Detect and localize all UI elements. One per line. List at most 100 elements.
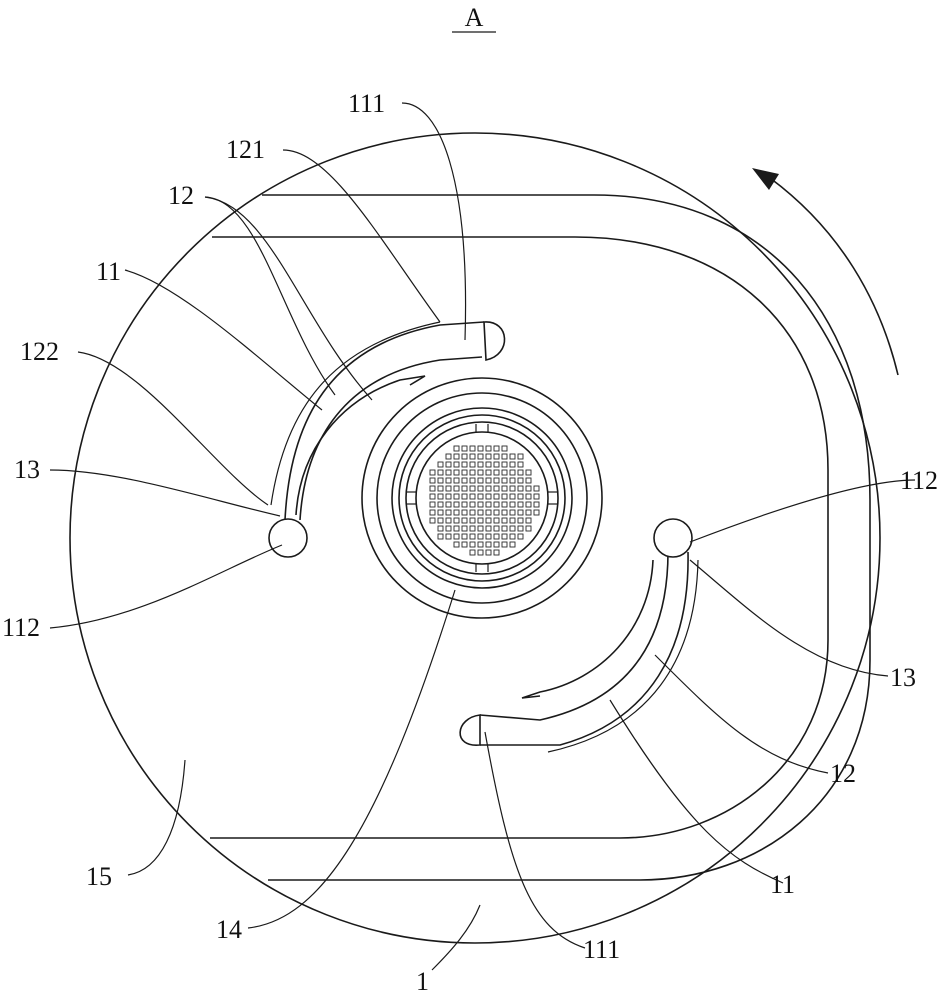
view-label: A xyxy=(465,3,484,32)
mesh-cell xyxy=(454,494,459,499)
mesh-cell xyxy=(494,462,499,467)
mesh-cell xyxy=(526,494,531,499)
mesh-cell xyxy=(502,542,507,547)
mesh-cell xyxy=(486,518,491,523)
mesh-cell xyxy=(454,510,459,515)
mesh-cell xyxy=(510,494,515,499)
mesh-cell xyxy=(454,478,459,483)
mesh-cell xyxy=(502,502,507,507)
mesh-cell xyxy=(430,470,435,475)
label-13-right: 13 xyxy=(890,663,916,692)
mesh-cell xyxy=(494,542,499,547)
mesh-cell xyxy=(470,510,475,515)
mesh-cell xyxy=(478,542,483,547)
mesh-cell xyxy=(430,478,435,483)
mesh-cell xyxy=(478,494,483,499)
mesh-cell xyxy=(454,470,459,475)
mesh-cell xyxy=(494,526,499,531)
mesh-cell xyxy=(462,454,467,459)
rotation-arrow-arc xyxy=(770,178,898,375)
label-11-left: 11 xyxy=(96,257,121,286)
mesh-cell xyxy=(478,470,483,475)
mesh-cell xyxy=(526,470,531,475)
mesh-cell xyxy=(534,486,539,491)
mesh-cell xyxy=(486,462,491,467)
mesh-cell xyxy=(478,526,483,531)
mesh-cell xyxy=(510,470,515,475)
mesh-cell xyxy=(430,502,435,507)
mesh-cell xyxy=(446,502,451,507)
mesh-cell xyxy=(486,526,491,531)
mesh-cell xyxy=(470,454,475,459)
label-112-left: 112 xyxy=(2,613,40,642)
mesh-cell xyxy=(494,454,499,459)
mesh-cell xyxy=(462,462,467,467)
mesh-cell xyxy=(462,502,467,507)
mesh-cell xyxy=(446,526,451,531)
mesh-cell xyxy=(494,510,499,515)
mesh-cell xyxy=(462,534,467,539)
mesh-cell xyxy=(494,550,499,555)
mesh-cell xyxy=(510,502,515,507)
mesh-cell xyxy=(470,478,475,483)
mesh-cell xyxy=(502,462,507,467)
mesh-cell xyxy=(526,502,531,507)
mesh-cell xyxy=(526,526,531,531)
mesh-cell xyxy=(446,518,451,523)
mesh-cell xyxy=(526,518,531,523)
mesh-cell xyxy=(462,470,467,475)
mesh-cell xyxy=(502,478,507,483)
mesh-cell xyxy=(478,486,483,491)
mesh-cell xyxy=(454,526,459,531)
mesh-cell xyxy=(462,542,467,547)
mesh-cell xyxy=(462,446,467,451)
mesh-cell xyxy=(470,526,475,531)
mesh-cell xyxy=(454,486,459,491)
mesh-cell xyxy=(446,478,451,483)
mesh-cell xyxy=(438,462,443,467)
rotation-arrowhead xyxy=(752,168,779,190)
mesh-cell xyxy=(486,454,491,459)
mesh-cell xyxy=(518,494,523,499)
mesh-cell xyxy=(518,518,523,523)
mesh-cell xyxy=(510,510,515,515)
mesh-cell xyxy=(502,454,507,459)
mesh-cell xyxy=(510,518,515,523)
mesh-cell xyxy=(510,542,515,547)
label-1: 1 xyxy=(416,967,429,996)
label-12-left: 12 xyxy=(168,181,194,210)
filter-mesh xyxy=(430,446,539,555)
mesh-cell xyxy=(478,454,483,459)
mesh-cell xyxy=(502,486,507,491)
mesh-cell xyxy=(462,518,467,523)
mesh-cell xyxy=(446,510,451,515)
mesh-cell xyxy=(446,486,451,491)
mesh-cell xyxy=(486,494,491,499)
mesh-cell xyxy=(470,550,475,555)
mesh-cell xyxy=(470,446,475,451)
label-111-bottom: 111 xyxy=(583,935,620,964)
mesh-cell xyxy=(430,518,435,523)
mesh-cell xyxy=(454,502,459,507)
mesh-cell xyxy=(518,534,523,539)
mesh-cell xyxy=(478,446,483,451)
label-13-left: 13 xyxy=(14,455,40,484)
mesh-cell xyxy=(446,494,451,499)
mesh-cell xyxy=(478,478,483,483)
mesh-cell xyxy=(518,502,523,507)
mesh-cell xyxy=(470,470,475,475)
mesh-cell xyxy=(502,534,507,539)
mesh-cell xyxy=(494,494,499,499)
mesh-cell xyxy=(462,510,467,515)
mesh-cell xyxy=(526,486,531,491)
label-15: 15 xyxy=(86,862,112,891)
mesh-cell xyxy=(430,486,435,491)
slot-hole-left xyxy=(269,519,307,557)
mesh-cell xyxy=(462,526,467,531)
mesh-cell xyxy=(478,502,483,507)
mesh-cell xyxy=(518,462,523,467)
mesh-cell xyxy=(494,478,499,483)
label-12-right: 12 xyxy=(830,759,856,788)
label-111-top: 111 xyxy=(348,89,385,118)
mesh-cell xyxy=(486,550,491,555)
